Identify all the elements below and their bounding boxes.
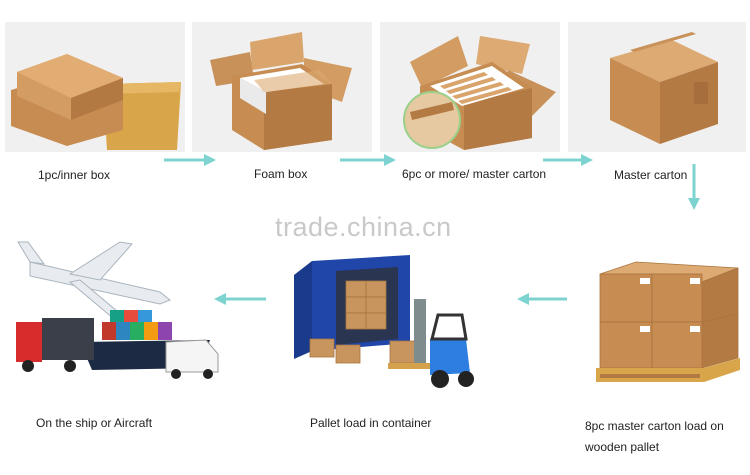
pallet-cartons-image bbox=[596, 261, 740, 382]
arrow-right-icon bbox=[164, 154, 216, 166]
step-label-master-carton: Master carton bbox=[614, 168, 688, 182]
arrow-left-icon bbox=[214, 293, 266, 305]
arrow-right-icon bbox=[543, 154, 593, 166]
arrow-right-icon bbox=[340, 154, 396, 166]
arrow-down-icon bbox=[688, 164, 700, 210]
inner-box-image bbox=[5, 22, 185, 152]
foam-box-image bbox=[192, 22, 372, 152]
container-loading-image bbox=[294, 255, 474, 388]
step-label-inner-box: 1pc/inner box bbox=[38, 168, 111, 182]
ship-aircraft-image bbox=[16, 241, 219, 379]
arrow-left-icon bbox=[517, 293, 567, 305]
step-label-container-load: Pallet load in container bbox=[310, 416, 432, 430]
step-label-foam-box: Foam box bbox=[254, 167, 308, 181]
step-label-pallet-load: 8pc master carton load on wooden pallet bbox=[585, 419, 724, 454]
step-label-ship-aircraft: On the ship or Aircraft bbox=[36, 416, 153, 430]
master-carton-closed-image bbox=[568, 22, 746, 152]
watermark: trade.china.cn bbox=[275, 212, 452, 242]
step-label-six-per-master-carton: 6pc or more/ master carton bbox=[402, 167, 547, 181]
master-carton-open-image bbox=[380, 22, 560, 152]
